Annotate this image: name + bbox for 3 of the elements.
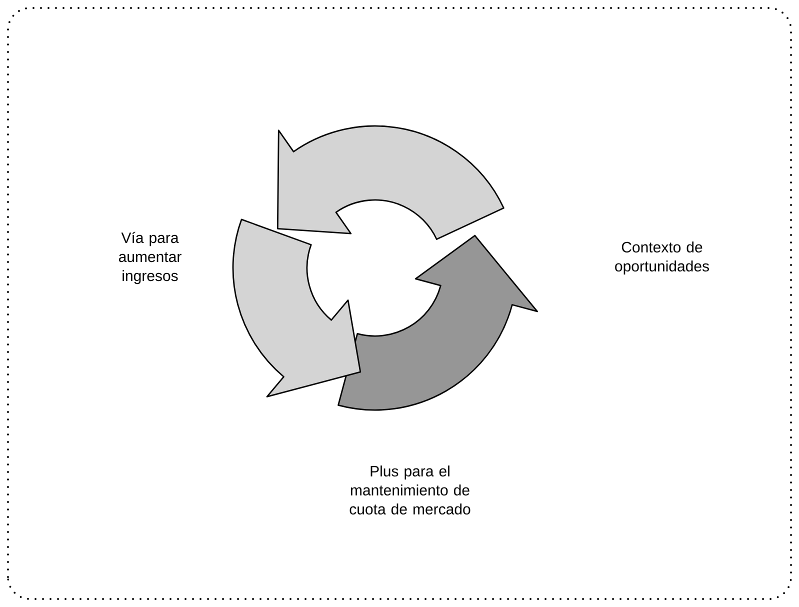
label-text: Plus para el mantenimiento de cuota de mercado <box>350 466 470 514</box>
label-text: Vía para aumentar ingresos <box>118 232 182 284</box>
label-text: Contexto de oportunidades <box>615 242 709 274</box>
